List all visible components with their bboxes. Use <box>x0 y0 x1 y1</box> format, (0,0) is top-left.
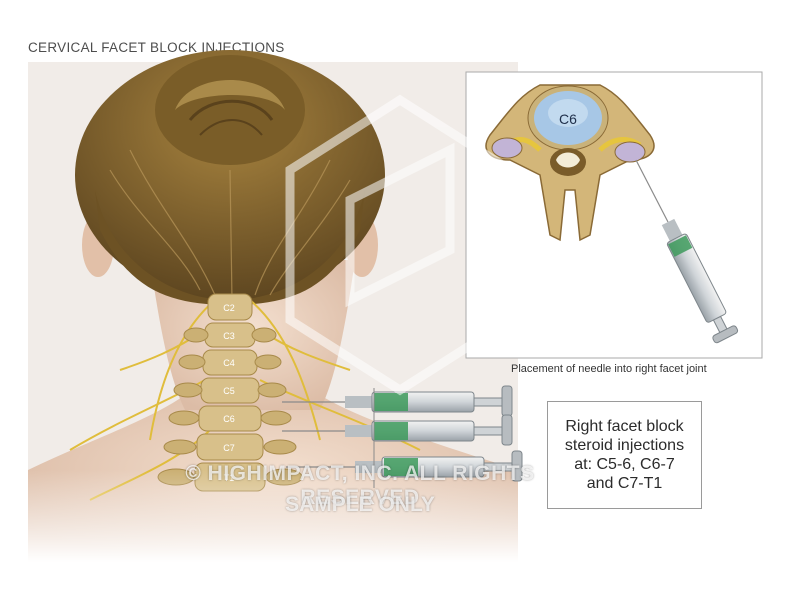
watermark-sample: SAMPLE ONLY <box>285 493 435 516</box>
callout-box: Right facet block steroid injections at:… <box>547 401 702 509</box>
spine-label-c3: C3 <box>223 331 235 341</box>
spine-label-c4: C4 <box>223 358 235 368</box>
spine-label-c2: C2 <box>223 303 235 313</box>
hair-bun <box>155 55 305 165</box>
syringe-c6-7 <box>282 414 513 446</box>
syringe-c5-6 <box>282 385 513 417</box>
callout-line-2: steroid injections <box>564 437 685 454</box>
watermark-copyright: © HIGHIMPACT, INC. ALL RIGHTS RESERVED <box>185 462 535 509</box>
callout-line-1: Right facet block <box>565 418 684 435</box>
spine-label-c5: C5 <box>223 386 235 396</box>
vertebra-cross-section <box>485 84 655 242</box>
syringe-c7-t1 <box>286 450 523 482</box>
spine-label-c7: C7 <box>223 443 235 453</box>
inset-caption: Placement of needle into right facet joi… <box>511 363 707 375</box>
inset-syringe <box>635 159 739 344</box>
callout-line-3: at: C5-6, C6-7 <box>574 456 675 473</box>
inset-vertebra-label: C6 <box>559 111 577 127</box>
spine-label-c6: C6 <box>223 414 235 424</box>
watermark-logo <box>285 94 515 396</box>
callout-line-4: and C7-T1 <box>586 475 663 492</box>
